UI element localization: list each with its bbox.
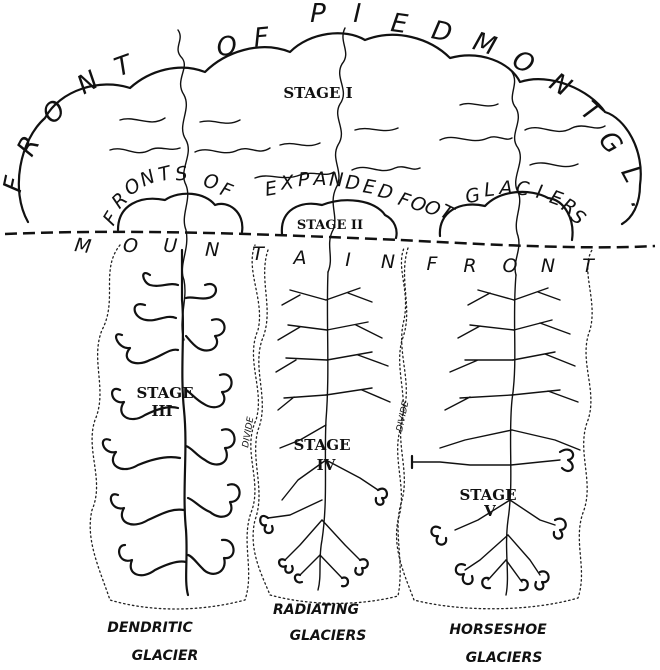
- arc-letter: I: [353, 0, 362, 29]
- arc-letter: D: [344, 171, 361, 194]
- stage-four-label: STAGE: [293, 436, 350, 454]
- stage-five-numeral: V: [483, 502, 496, 520]
- arc-letter: T: [574, 96, 607, 130]
- arc-letter: C: [515, 177, 531, 200]
- stage-four-glacier-heads: [260, 489, 387, 587]
- arc-letter: I: [534, 181, 544, 204]
- arc-letter: N: [72, 65, 104, 101]
- caption-radiating-line1: RADIATING: [273, 602, 359, 618]
- arc-letter: M: [469, 27, 500, 62]
- arc-letter: D: [429, 15, 455, 49]
- arc-letter: R: [11, 131, 46, 161]
- arc-letter: M: [73, 234, 92, 258]
- arc-letter: P: [297, 169, 310, 192]
- dendritic-divide: [90, 245, 259, 609]
- arc-letter: T: [156, 162, 174, 186]
- stream-center: [328, 28, 346, 272]
- arc-letter: S: [174, 162, 188, 185]
- arc-letter: L: [483, 179, 496, 202]
- arc-letter: E: [361, 175, 377, 199]
- arc-letter: R: [463, 255, 476, 277]
- arc-letter: N: [381, 251, 395, 273]
- stage-three-label: STAGE: [136, 384, 193, 402]
- stage-four-radiating-glacier: [268, 272, 390, 590]
- stage-one-label: STAGE I: [283, 84, 352, 102]
- arc-letter: P: [310, 0, 326, 29]
- caption-radiating-line2: GLACIERS: [290, 628, 367, 644]
- stage-two-label: STAGE II: [297, 218, 363, 233]
- caption-horseshoe-line2: GLACIERS: [466, 650, 543, 666]
- stage-four-numeral: IV: [317, 456, 336, 474]
- caption-horseshoe-line1: HORSESHOE: [449, 622, 547, 638]
- arc-letter: T: [252, 243, 265, 265]
- arc-letter: A: [292, 247, 307, 269]
- arc-letter: O: [503, 255, 518, 277]
- arc-letter: T: [582, 255, 595, 277]
- radiating-divide: [253, 248, 406, 603]
- caption-dendritic-line1: DENDRITIC: [107, 620, 193, 636]
- arc-letter: F: [253, 22, 272, 53]
- arc-letter: G: [592, 125, 628, 160]
- arc-letter: A: [498, 177, 513, 199]
- arc-letter: O: [36, 94, 72, 130]
- caption-dendritic-line2: GLACIER: [132, 648, 199, 664]
- arc-letter: O: [122, 234, 139, 257]
- stage-three-numeral: III: [151, 402, 172, 420]
- arc-letter: X: [279, 171, 296, 194]
- arc-letter: O: [202, 170, 221, 194]
- arc-letter: T: [111, 49, 138, 83]
- arc-letter: N: [541, 255, 555, 277]
- arc-letter: N: [544, 67, 576, 103]
- divide-label-left: DIVIDE: [241, 416, 256, 449]
- arc-letter: G: [463, 184, 482, 209]
- arc-letter: O: [508, 45, 539, 81]
- arc-letter: E: [263, 177, 279, 201]
- divide-label-right: DIVIDE: [395, 400, 411, 433]
- arc-letter: I: [345, 249, 351, 271]
- arc-letter: F: [217, 178, 236, 203]
- arc-letter: N: [329, 169, 344, 192]
- arc-letter: D: [376, 180, 396, 205]
- horseshoe-divide: [397, 248, 593, 609]
- arc-letter: L: [614, 161, 647, 188]
- stage-five-horseshoe-glacier: [412, 275, 580, 595]
- arc-letter: A: [312, 168, 327, 190]
- arc-letter: O: [215, 31, 239, 64]
- arc-letter: N: [205, 239, 220, 261]
- arc-letter: F: [0, 173, 31, 195]
- arc-letter: F: [427, 253, 439, 275]
- stage-three-dendritic-glacier: [103, 250, 240, 595]
- arc-letter: U: [163, 235, 178, 258]
